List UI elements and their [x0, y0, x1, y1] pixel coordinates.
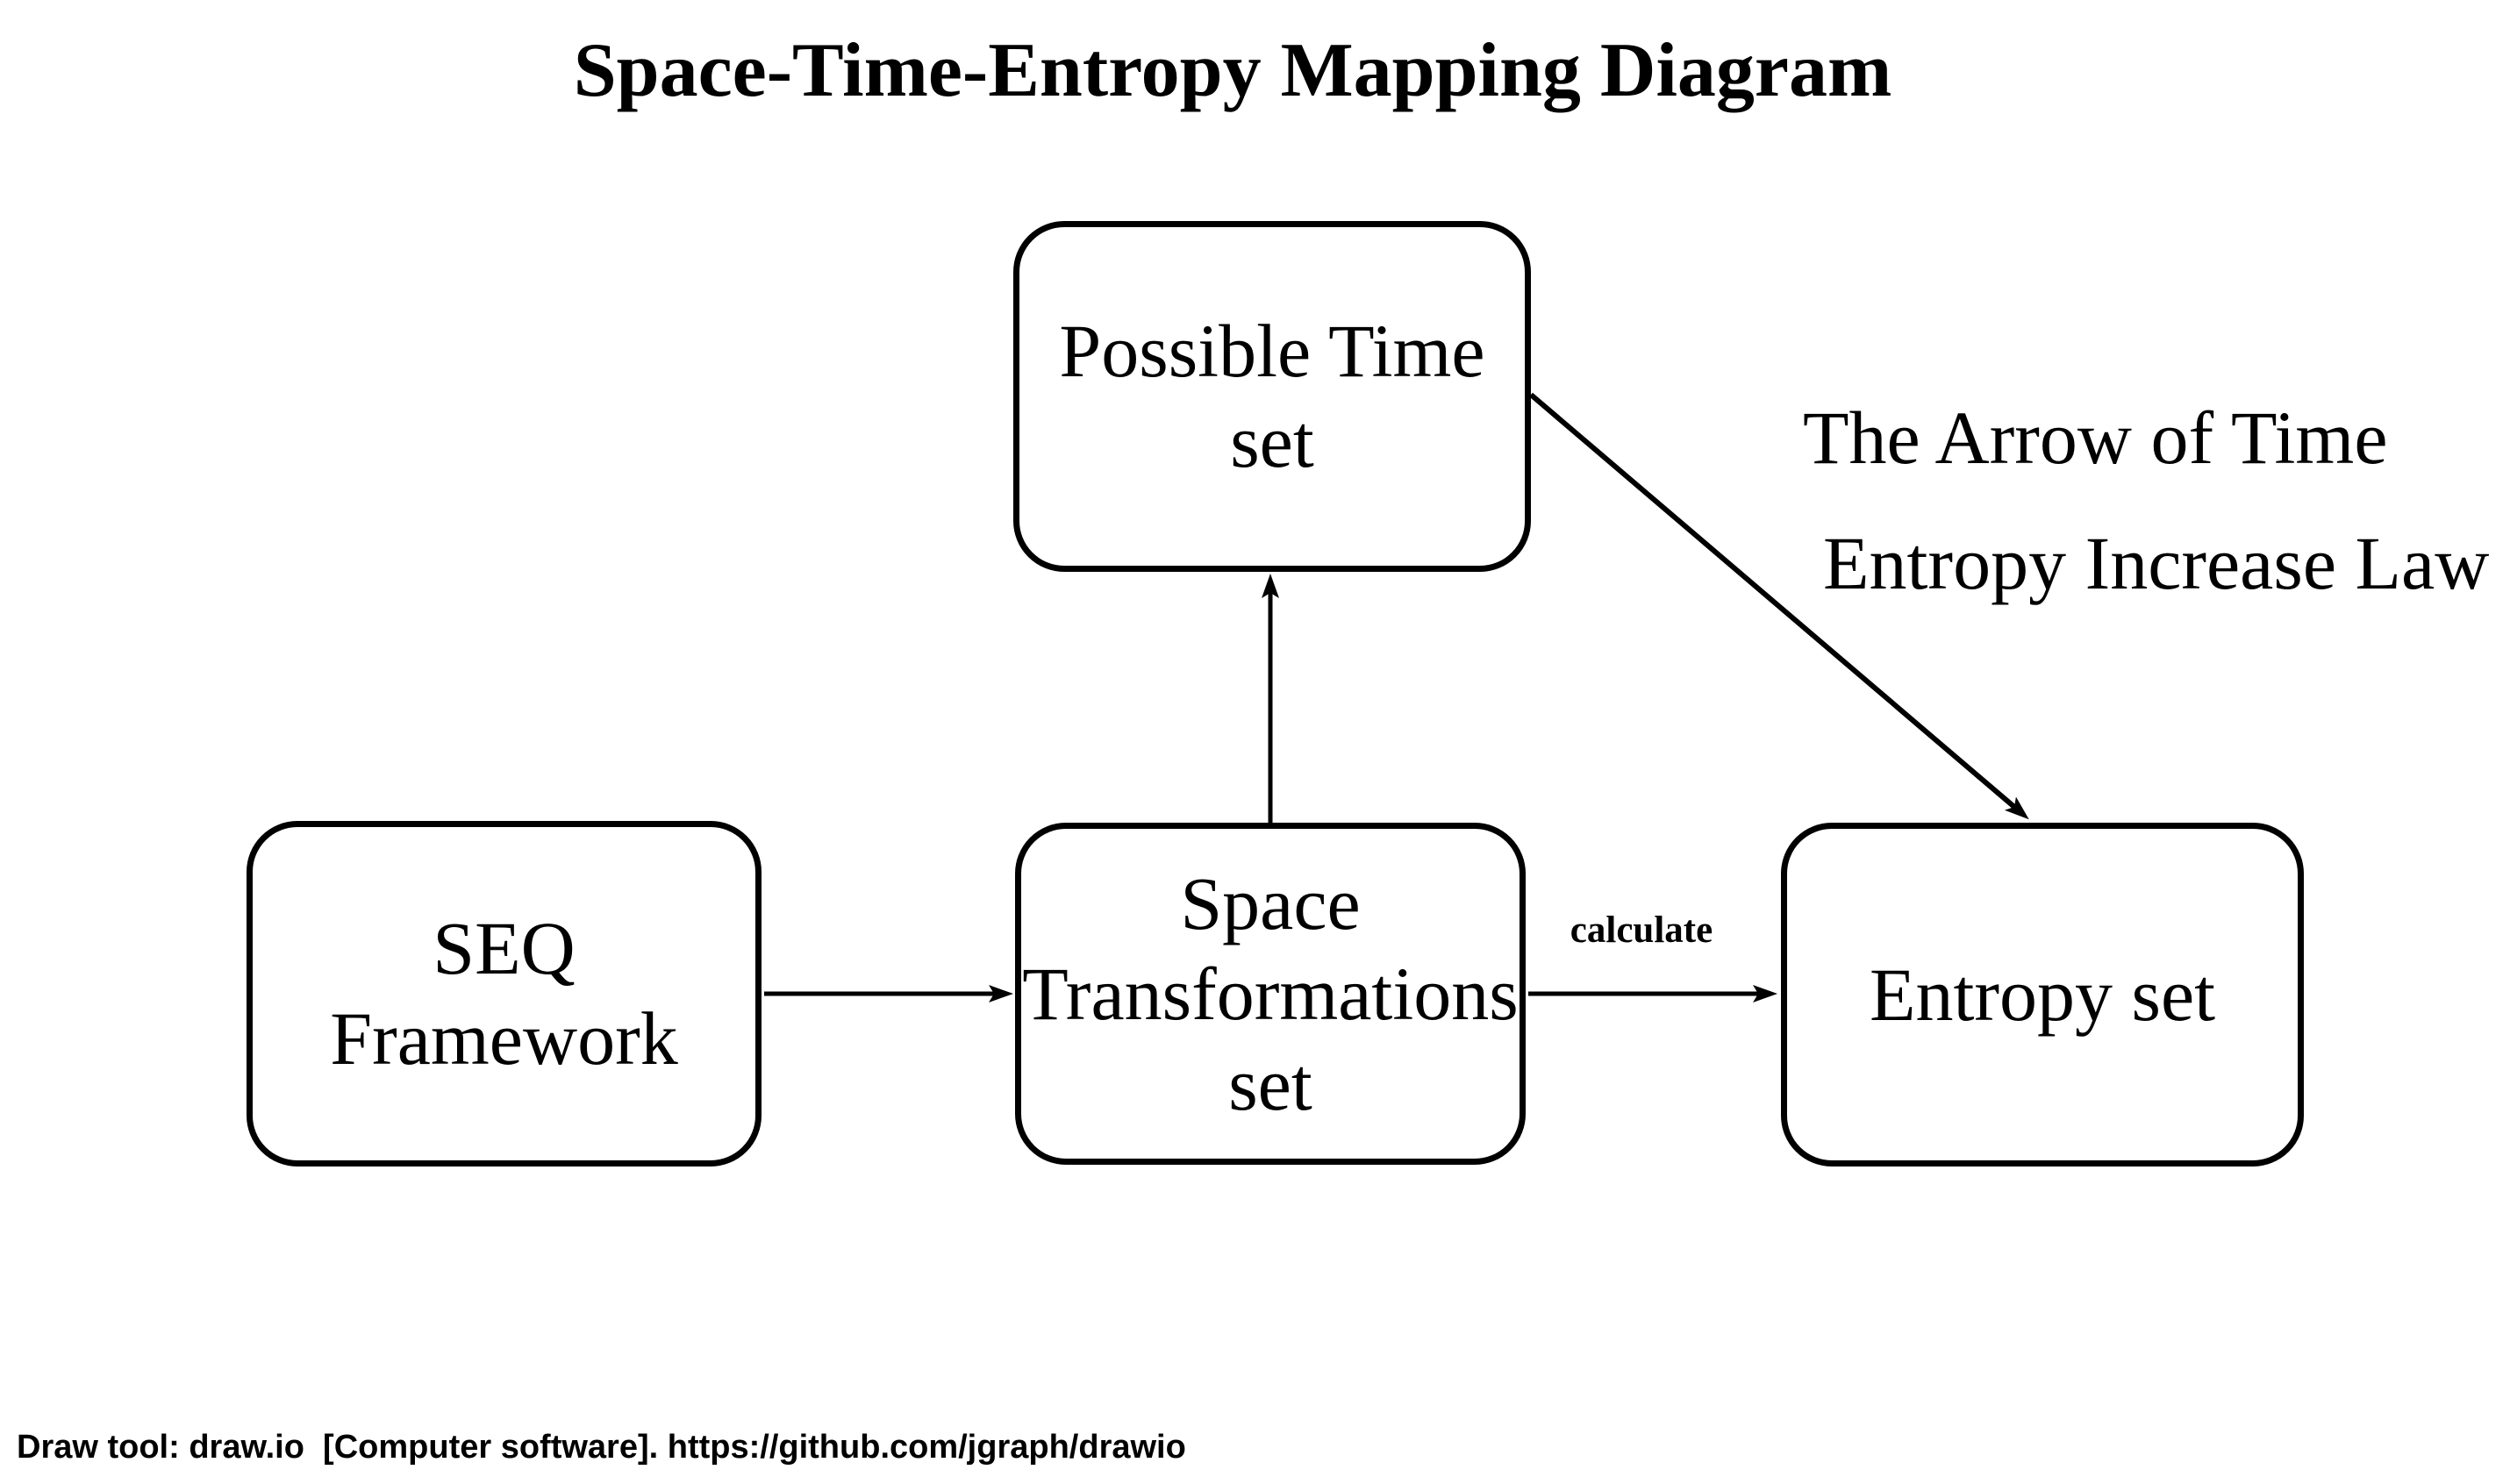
node-label-line: Space	[1180, 860, 1361, 945]
diagram-title: Space-Time-Entropy Mapping Diagram	[573, 28, 1892, 113]
node-label-line: set	[1230, 399, 1314, 483]
node-label-line: Entropy set	[1869, 952, 2216, 1037]
node-label-line: Transformations	[1022, 951, 1519, 1036]
footer-credit: Draw tool: draw.io [Computer software]. …	[17, 1429, 1186, 1466]
node-label-line: set	[1228, 1041, 1312, 1126]
node-seq-framework: SEQ Framework	[247, 821, 762, 1167]
annotation-arrow-of-time: The Arrow of Time	[1803, 396, 2388, 480]
node-possible-time-set: Possible Time set	[1013, 221, 1531, 572]
node-space-transformations-set: Space Transformations set	[1015, 823, 1526, 1165]
node-label-line: SEQ	[433, 906, 576, 990]
node-entropy-set: Entropy set	[1781, 823, 2304, 1167]
edge-label-calculate: calculate	[1570, 910, 1713, 951]
annotation-entropy-increase-law: Entropy Increase Law	[1823, 521, 2490, 605]
node-label-line: Framework	[330, 996, 678, 1081]
node-label-line: Possible Time	[1059, 309, 1485, 393]
